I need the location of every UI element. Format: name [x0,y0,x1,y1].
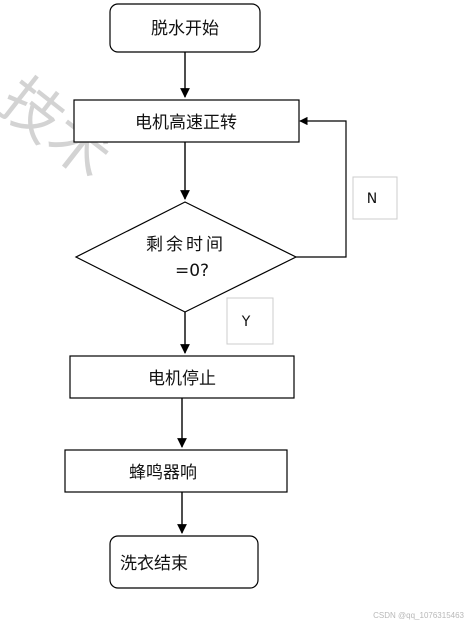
motor-high-speed-node [73,99,300,143]
end-node [109,535,259,589]
loop-back-no-path [296,116,347,258]
no-label: N [367,191,377,207]
decision-label-line2: =0? [175,261,209,281]
buzzer-node [64,449,288,493]
decision-node [74,201,298,313]
motor-high-speed-label: 电机高速正转 [135,113,237,133]
footer-credit: CSDN @qq_1076315463 [373,611,464,620]
end-node-label: 洗衣结束 [120,554,188,574]
motor-stop-label: 电机停止 [148,369,216,389]
no-label-box [352,176,398,220]
start-node-label: 脱水开始 [151,19,219,39]
yes-label-box [226,297,274,345]
yes-label: Y [241,314,251,330]
decision-label-line1: 剩余时间 [146,235,226,255]
buzzer-label: 蜂鸣器响 [129,463,197,483]
